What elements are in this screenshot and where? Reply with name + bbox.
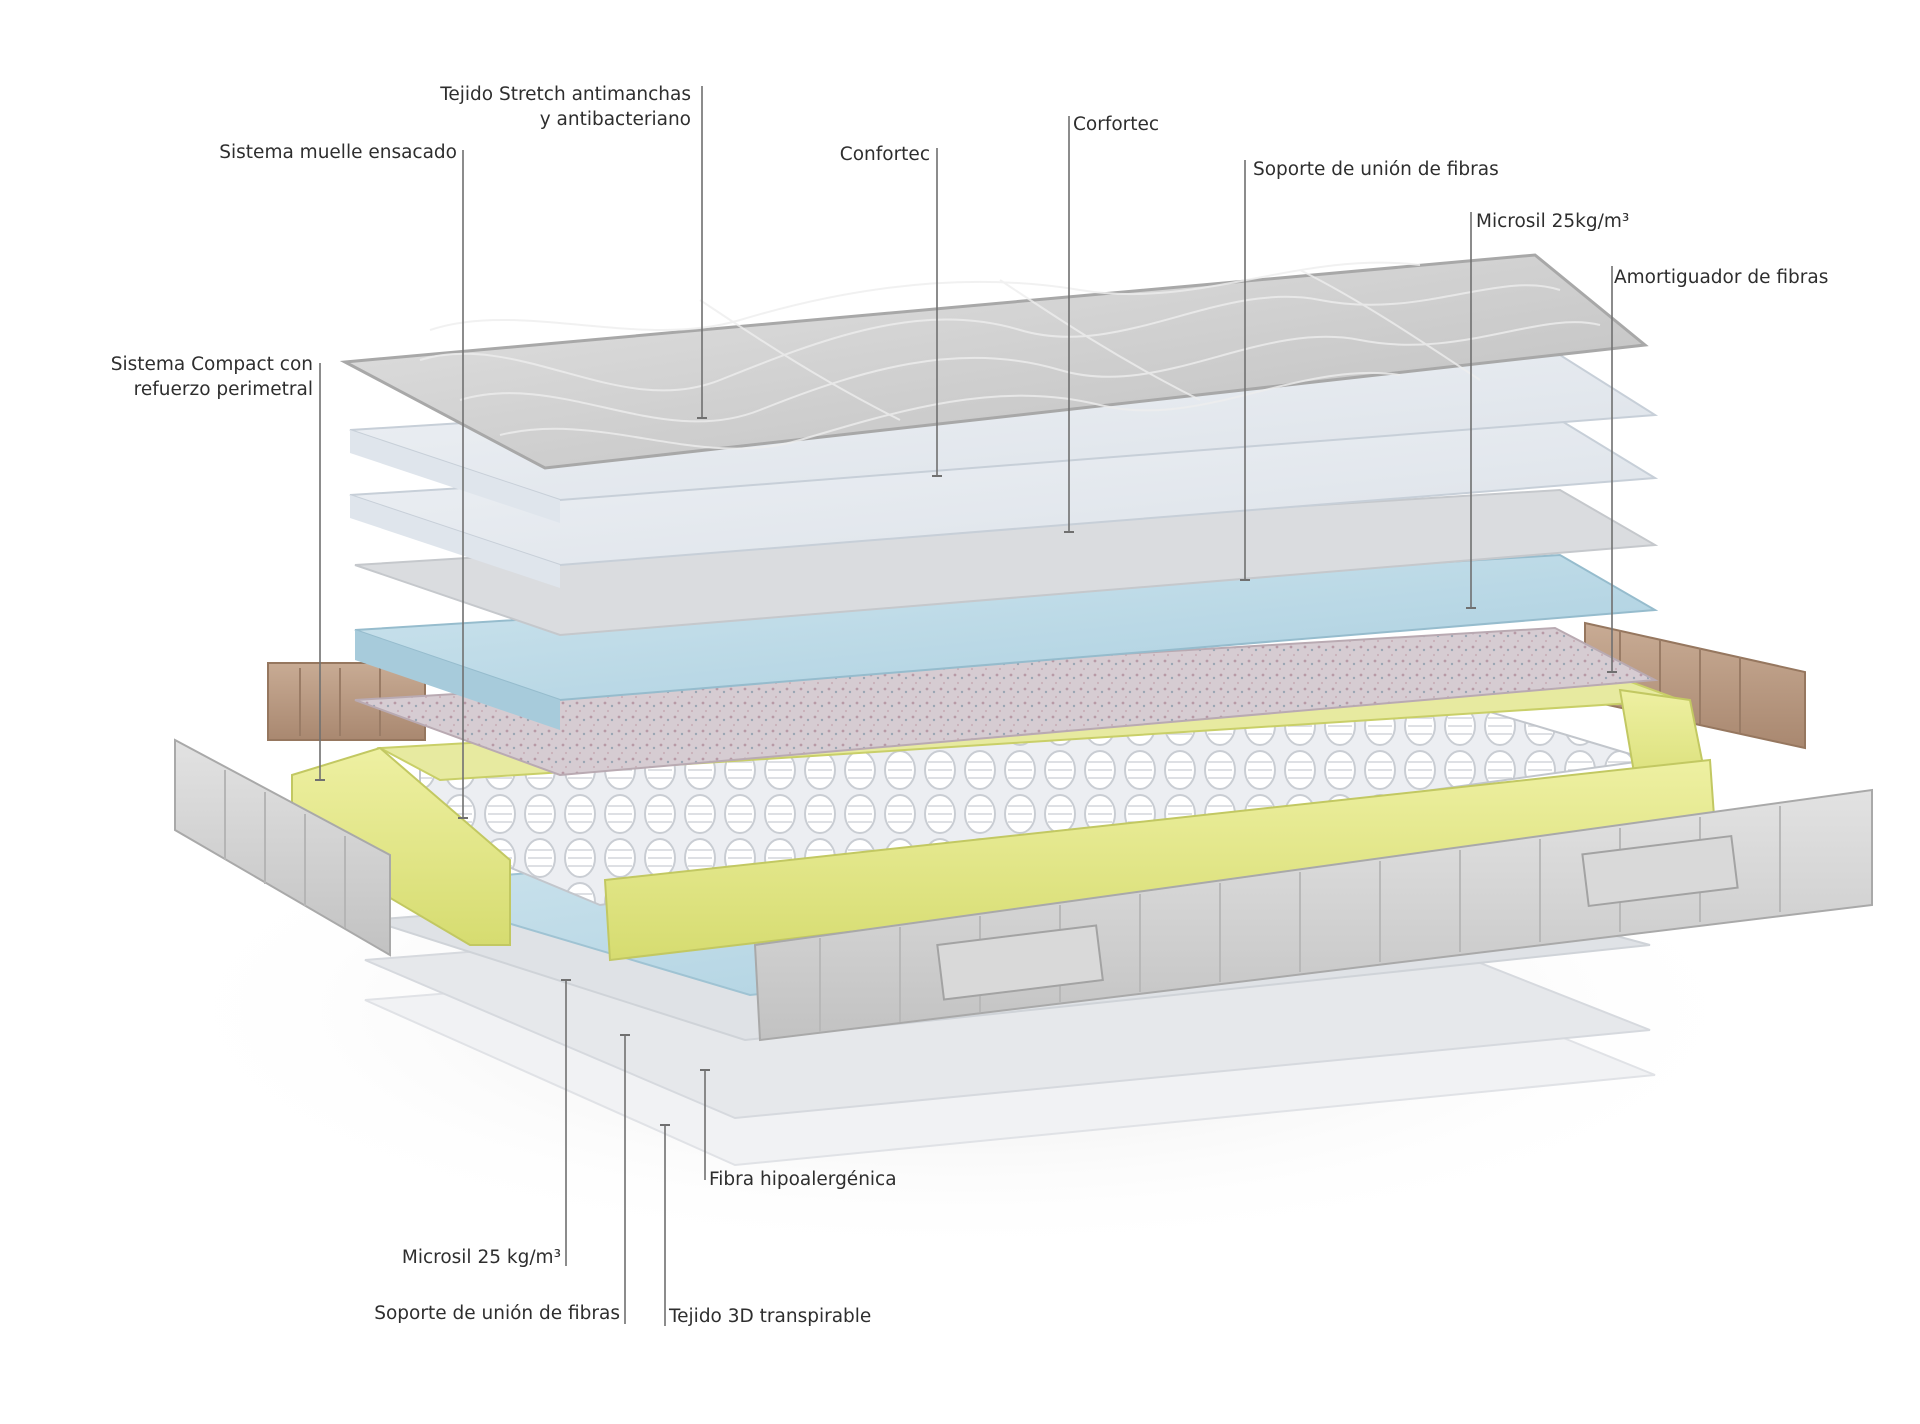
label-sistema-muelle: Sistema muelle ensacado [219,142,457,163]
handle-left [936,924,1104,1001]
label-microsil-bottom: Microsil 25 kg/m³ [401,1247,561,1268]
quilt-pattern [419,261,1601,450]
panel-left-grey [174,738,391,957]
layer-corfortec-edge [350,495,560,588]
label-fibra-hipoalergenica: Fibra hipoalergénica [709,1169,897,1190]
label-microsil-top: Microsil 25kg/m³ [1476,211,1630,232]
label-tejido-3d: Tejido 3D transpirable [669,1306,872,1327]
label-tejido-stretch-line1: Tejido Stretch antimanchas [440,84,691,105]
label-sistema-compact-line1: Sistema Compact con [110,354,313,375]
label-sistema-compact-line2: refuerzo perimetral [133,379,313,400]
label-tejido-stretch-line2: y antibacteriano [539,109,691,130]
layer-tejido-stretch [339,253,1649,470]
layer-confortec-edge [350,430,560,523]
leader-lines [319,86,1613,1326]
handle-right [1581,834,1739,908]
label-amortiguador: Amortiguador de fibras [1614,267,1829,288]
leader-ticks [315,417,1617,1126]
label-soporte-top: Soporte de unión de fibras [1253,159,1499,180]
label-corfortec: Corfortec [1073,114,1160,135]
label-sistema-compact: Sistema Compact con refuerzo perimetral [111,352,313,402]
layer-microsil-top-edge [355,630,560,730]
label-soporte-bottom: Soporte de unión de fibras [374,1303,620,1324]
label-confortec: Confortec [839,144,930,165]
label-tejido-stretch: Tejido Stretch antimanchas y antibacteri… [440,82,691,132]
